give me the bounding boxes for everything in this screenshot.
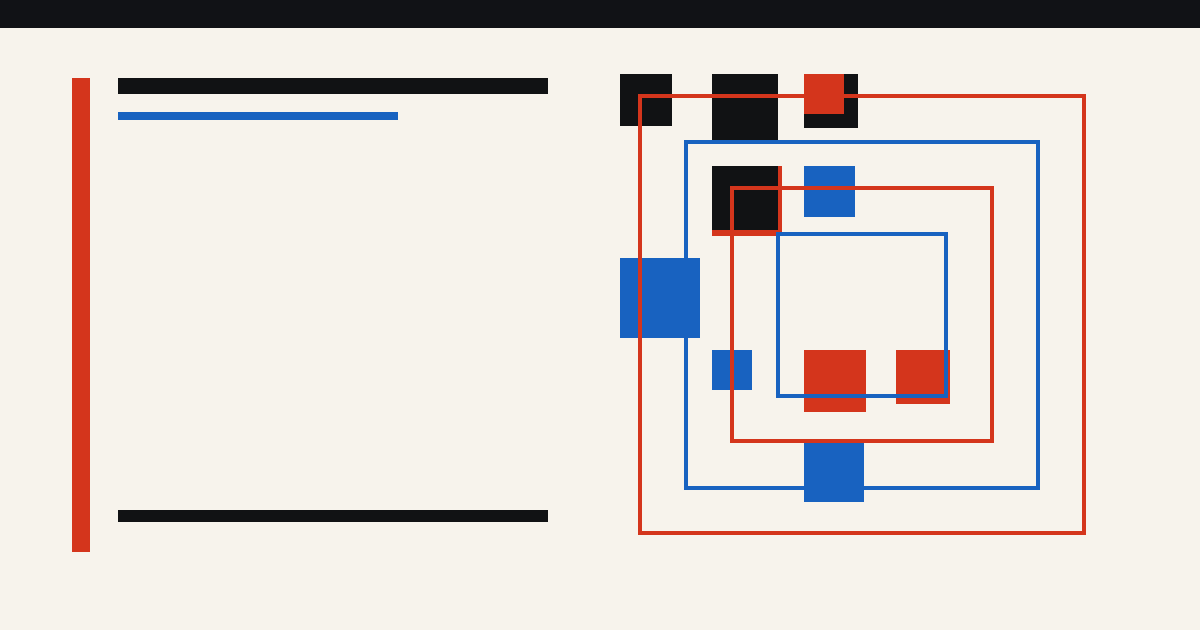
frame-blue-outer [684, 140, 1040, 490]
block-red-3 [804, 350, 866, 412]
block-black-1 [620, 74, 672, 126]
block-black-4 [712, 166, 778, 230]
top-bar [0, 0, 1200, 28]
frame-red-outer [638, 94, 1086, 535]
subtitle-placeholder-line [118, 112, 398, 120]
block-black-2 [712, 74, 778, 142]
block-blue-4 [804, 442, 864, 502]
frame-red-inner [730, 186, 994, 443]
title-placeholder-line [118, 78, 548, 94]
frame-blue-inner [776, 232, 948, 398]
footer-placeholder-line [118, 510, 548, 522]
block-blue-1 [804, 166, 855, 217]
accent-bar [72, 78, 90, 552]
